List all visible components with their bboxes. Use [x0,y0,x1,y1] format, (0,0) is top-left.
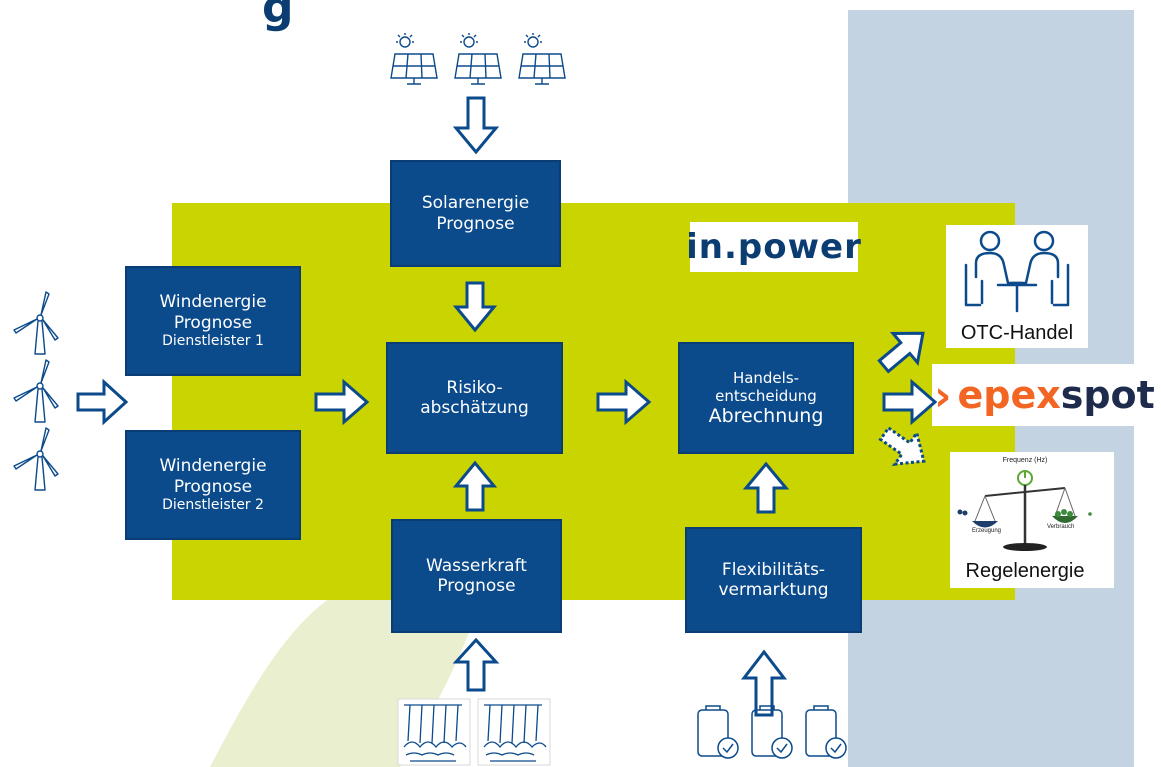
battery-check-icon [805,705,847,759]
epexspot-logo: › epex spot [932,364,1157,426]
risk-assessment-box: Risiko- abschätzung [386,342,563,454]
balancing-energy-label: Regelenergie [965,560,1085,582]
battery-check-icons [697,705,847,759]
risk-line-1: Risiko- [446,377,503,398]
arrow-trade-to-regel [878,425,926,466]
wind-forecast-box-2: Windenergie Prognose Dienstleister 2 [125,430,301,540]
frequency-title: Frequenz (Hz) [1002,457,1048,464]
arrow-risk-to-trade [596,378,652,426]
arrow-flex-to-trade [742,461,790,514]
solar-panel-icon [454,33,502,85]
arrow-trade-to-otc [877,331,925,374]
solar-panel-icon [518,33,566,85]
epex-text-1: epex [957,373,1061,417]
battery-check-icon [751,705,793,759]
wind-turbine-icon [13,427,59,491]
solar-line-1: Solarenergie [421,193,530,214]
wind2-line-1: Windenergie [159,456,267,477]
consumption-label: Verbrauch [1047,524,1075,530]
battery-check-icon [697,705,739,759]
wind-turbine-icons [13,291,59,491]
flex-line-1: Flexibilitäts- [721,559,826,580]
trade-line-1: Handels- [732,368,800,387]
risk-line-2: abschätzung [420,398,529,418]
solar-panel-icon [390,33,438,85]
trade-line-3: Abrechnung [708,404,824,427]
wind-forecast-box-1: Windenergie Prognose Dienstleister 1 [125,266,301,376]
otc-trading-card: OTC-Handel [946,225,1088,348]
balancing-energy-card: Frequenz (Hz) Erzeugung Verbrauch Regele… [950,452,1114,588]
trade-decision-box: Handels- entscheidung Abrechnung [678,342,854,454]
arrow-battery-up [740,649,788,717]
wind1-line-1: Windenergie [159,292,267,313]
hydro-dam-icons [397,698,551,766]
trade-line-2: entscheidung [715,386,817,405]
hydro-forecast-box: Wasserkraft Prognose [391,519,562,633]
arrow-hydro-up [452,637,500,692]
generation-label: Erzeugung [972,528,1002,534]
otc-label: OTC-Handel [960,322,1074,344]
flex-line-2: vermarktung [718,580,829,600]
hydro-dam-icon [397,698,471,766]
solar-forecast-box: Solarenergie Prognose [390,160,561,267]
wind-turbine-icon [13,359,59,423]
arrow-wind-right [76,378,129,426]
arrow-hydro-to-risk [452,460,498,512]
solar-panel-icons [390,33,566,85]
arrow-solar-to-risk [452,281,498,333]
arrow-solar-down [452,96,500,155]
meeting-people-icon [964,230,1070,313]
inpower-logo: in.power [686,222,861,272]
solar-line-2: Prognose [436,213,515,234]
arrow-trade-to-epex [882,378,938,426]
hydro-line-2: Prognose [437,576,516,596]
hydro-line-1: Wasserkraft [426,555,527,576]
epex-chevron: › [934,370,952,420]
arrow-wind-to-risk [314,378,370,426]
inpower-logo-text: in.power [686,227,862,267]
green-process-panel [172,203,1015,600]
wind2-line-2: Prognose [173,476,253,497]
wind1-line-2: Prognose [173,312,253,333]
wind1-line-3: Dienstleister 1 [162,332,264,349]
epex-text-2: spot [1060,373,1155,417]
hydro-dam-icon [477,698,551,766]
balance-scale-icon [957,470,1092,551]
wind-turbine-icon [13,291,59,355]
wind2-line-3: Dienstleister 2 [162,496,264,513]
page-title-fragment: g [262,0,294,33]
flexibility-marketing-box: Flexibilitäts- vermarktung [685,527,862,633]
